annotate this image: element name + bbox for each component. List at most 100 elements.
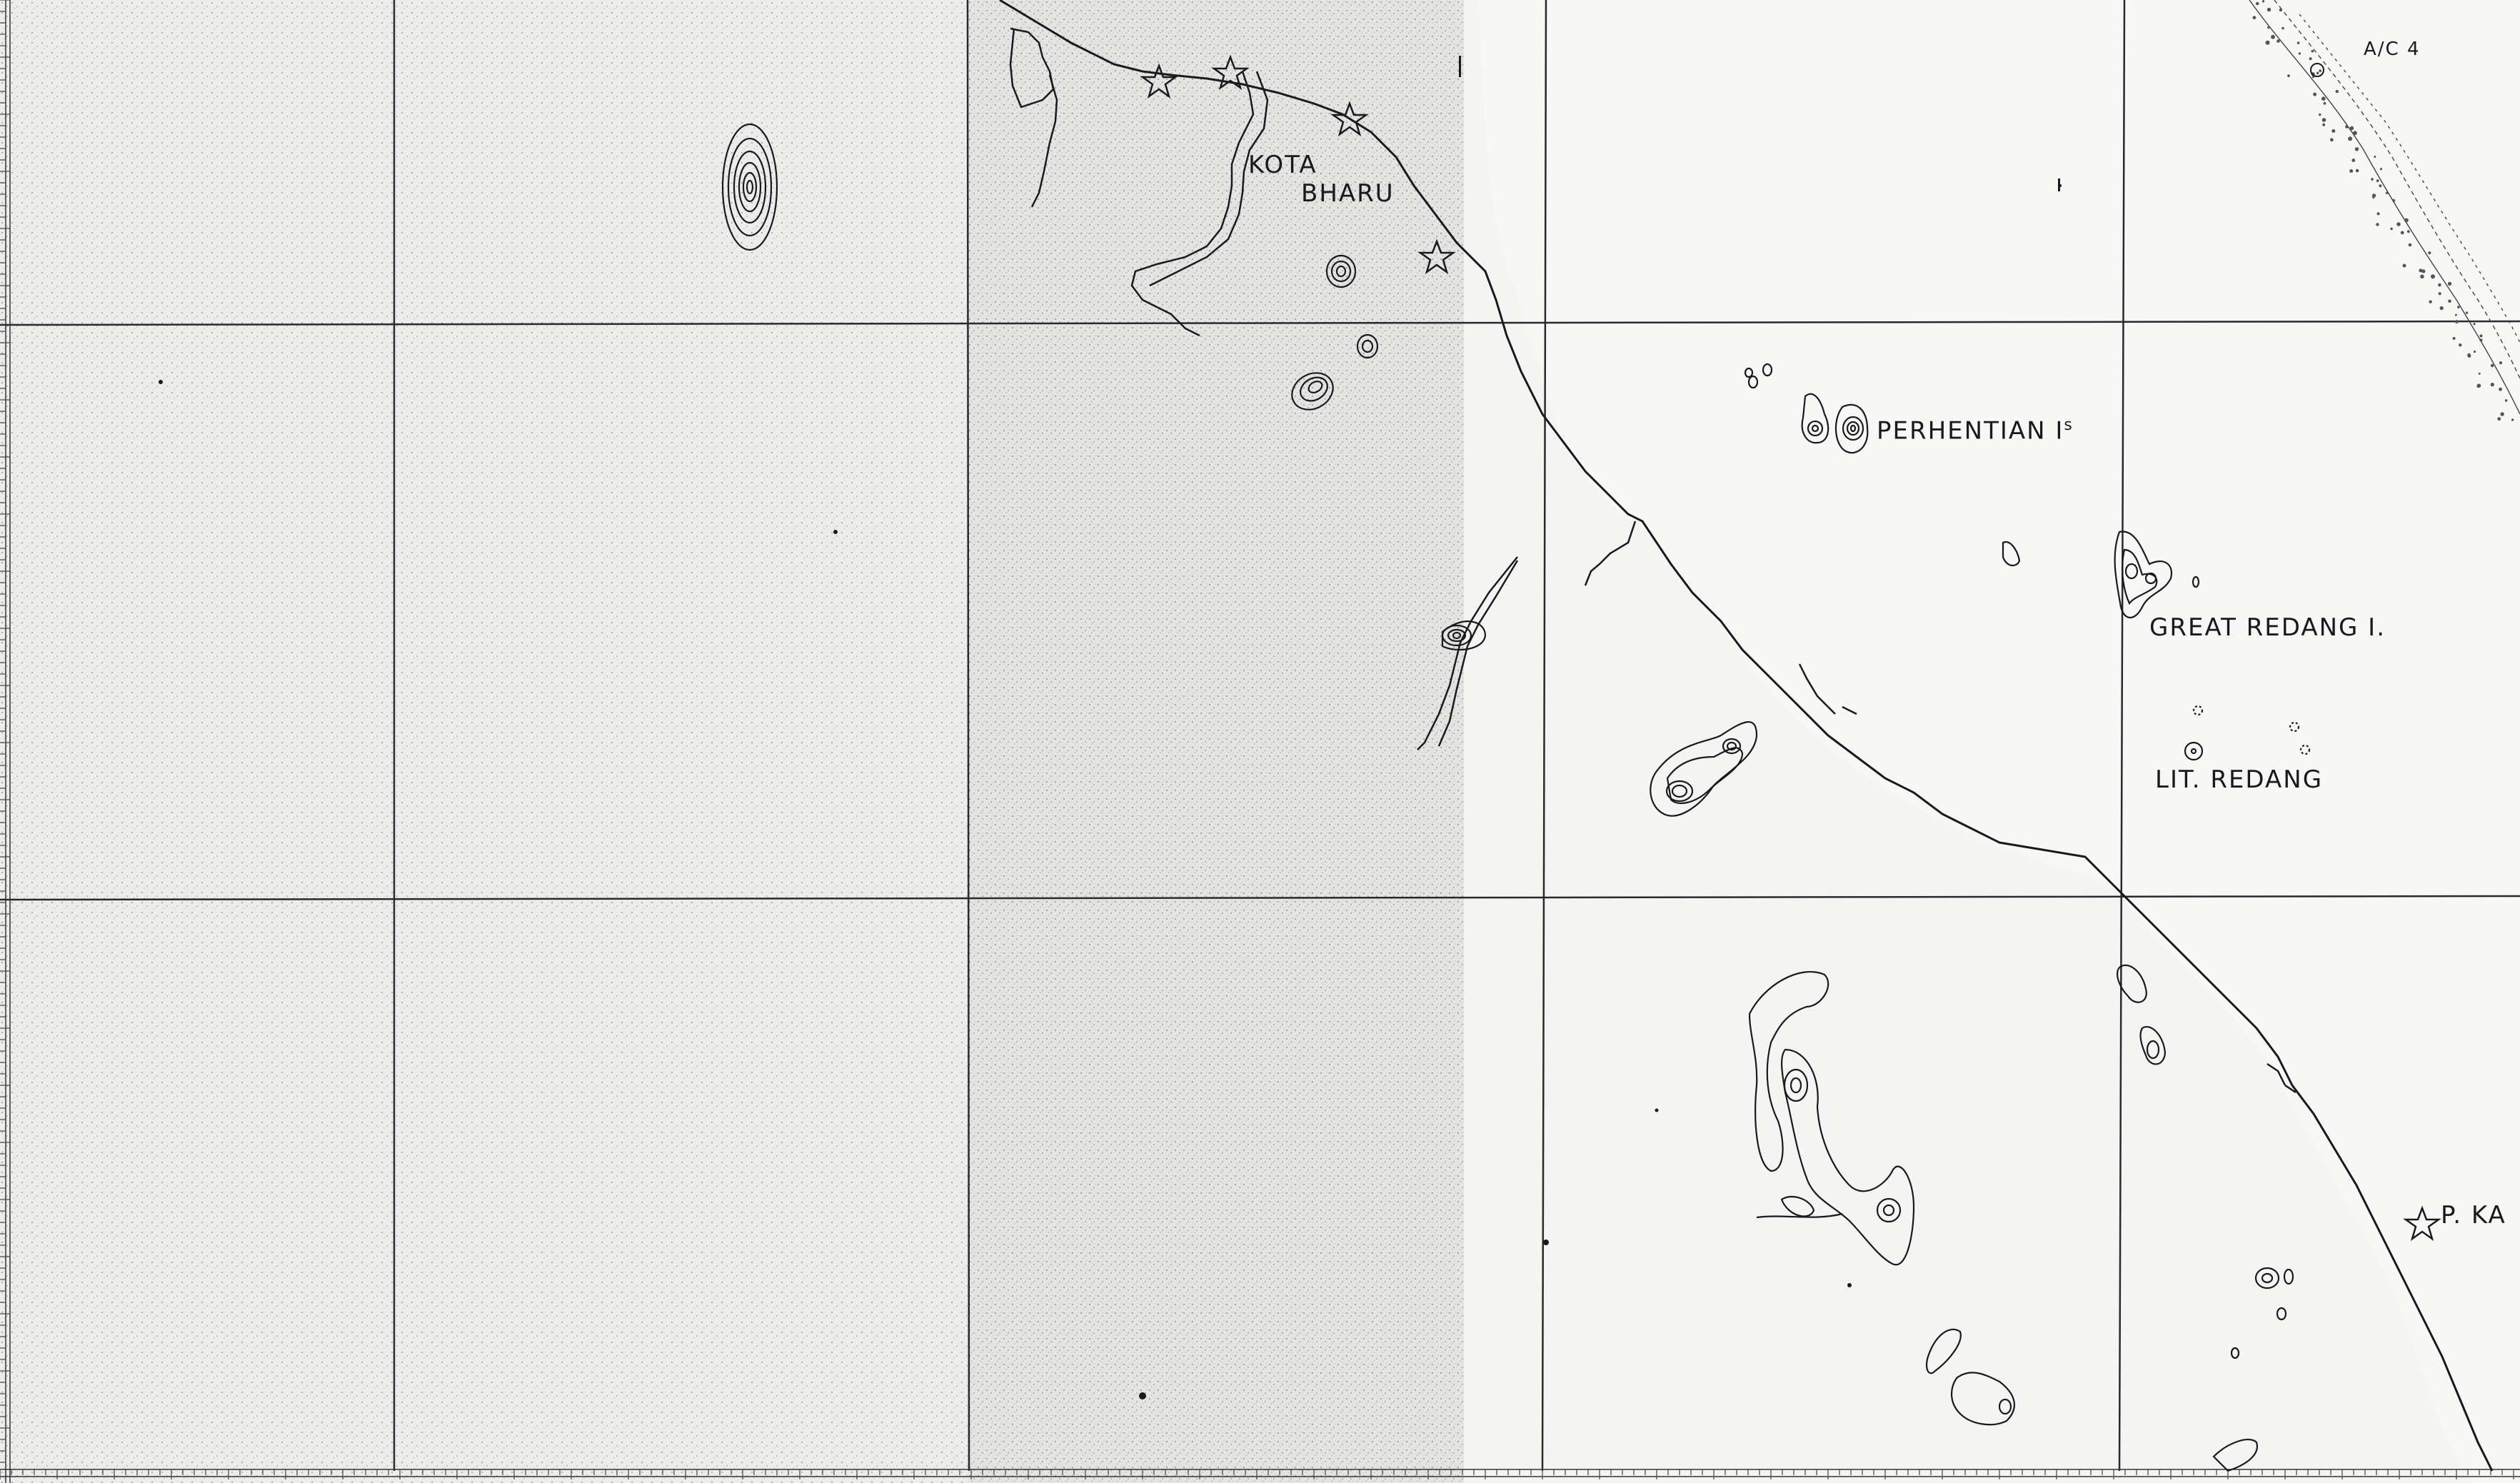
contour-icon	[2116, 964, 2147, 1003]
sounding-mark	[2319, 69, 2322, 72]
sounding-mark	[2345, 125, 2349, 129]
sounding-mark	[2323, 101, 2326, 105]
track-point	[2310, 63, 2324, 77]
perhentian-superscript: s	[2064, 416, 2074, 434]
star-icon	[1211, 54, 1250, 91]
coastline	[999, 0, 2494, 1472]
contour-icon	[1748, 970, 1915, 1266]
sounding-mark	[2447, 281, 2452, 286]
sounding-mark	[2353, 131, 2357, 136]
contour-icon	[1441, 620, 1487, 651]
sounding-mark	[2354, 147, 2359, 151]
river-6	[1437, 560, 1519, 747]
sounding-mark	[2454, 313, 2457, 316]
sounding-mark	[2267, 26, 2270, 29]
contour-icon	[1762, 363, 1773, 377]
sounding-mark	[2335, 89, 2339, 94]
contour-icon	[2212, 1439, 2259, 1472]
river-2	[1030, 74, 1058, 208]
sounding-mark	[2267, 7, 2271, 12]
sounding-mark	[2452, 336, 2456, 340]
coast-inlet-2	[1798, 663, 1857, 715]
contour-icon	[2190, 748, 2197, 755]
place-label-great-redang: GREAT REDANG I.	[2149, 613, 2386, 642]
contour-icon	[1744, 367, 1754, 378]
sounding-mark	[2490, 383, 2494, 387]
sounding-mark	[2262, 0, 2265, 3]
sounding-mark	[2330, 138, 2334, 142]
sounding-mark	[2351, 159, 2356, 162]
sounding-mark	[2252, 16, 2257, 20]
coast-inlet-3	[2267, 1062, 2296, 1094]
sounding-mark	[2499, 361, 2503, 365]
sounding-mark	[2321, 118, 2326, 122]
star-icon	[1140, 63, 1178, 99]
bottom-border-scale	[0, 1469, 2520, 1477]
place-label-kota: KOTA	[1248, 151, 1317, 179]
sounding-mark	[2316, 71, 2319, 75]
river-1	[1009, 27, 1055, 109]
sounding-mark	[2322, 123, 2326, 126]
sounding-mark	[2404, 218, 2409, 223]
sounding-mark	[2438, 283, 2441, 287]
sounding-mark	[2439, 306, 2444, 311]
contour-icon	[2254, 1267, 2294, 1290]
sounding-mark	[2372, 196, 2375, 199]
sounding-mark	[2473, 323, 2476, 326]
sounding-mark	[2429, 300, 2432, 303]
contour-icon	[2230, 1347, 2240, 1359]
sounding-mark	[2479, 338, 2483, 342]
contour-icon	[1650, 721, 1758, 817]
place-label-bharu: BHARU	[1301, 179, 1395, 208]
sounding-mark	[2355, 169, 2359, 173]
sounding-mark	[2392, 198, 2396, 202]
left-border-scale	[5, 0, 11, 1483]
soundings-track	[2249, 0, 2520, 415]
soundings-figures	[2252, 0, 2514, 421]
contour-icon	[2184, 741, 2204, 761]
star-icon	[2403, 1205, 2441, 1242]
sounding-mark	[2287, 74, 2290, 77]
contour-icon	[1325, 254, 1357, 288]
contour-icon	[1356, 333, 1379, 359]
sounding-mark	[2385, 191, 2389, 194]
contour-icon	[1834, 403, 1869, 454]
sounding-mark	[2428, 251, 2431, 255]
contour-icon	[1925, 1328, 1962, 1374]
contour-icon	[1747, 375, 1759, 389]
sounding-mark	[2406, 230, 2410, 233]
sounding-mark	[2504, 399, 2508, 402]
sounding-mark	[2500, 412, 2504, 416]
sounding-mark	[2379, 168, 2383, 171]
contour-icon	[2114, 531, 2173, 619]
sounding-mark	[2421, 269, 2426, 273]
sounding-mark	[2371, 178, 2374, 181]
sounding-mark	[2479, 334, 2483, 338]
left-scale-ticks	[0, 0, 10, 1463]
sounding-mark	[2419, 268, 2423, 273]
sounding-mark	[2438, 292, 2441, 296]
contour-icon	[1291, 372, 1334, 411]
sounding-mark	[2279, 8, 2283, 12]
star-icon	[1330, 101, 1369, 137]
river-4	[1149, 71, 1269, 287]
sounding-mark	[2473, 350, 2476, 353]
star-icon	[1417, 238, 1456, 275]
place-label-perhentian: PERHENTIAN Is	[1877, 418, 2074, 443]
contour-icon	[2002, 541, 2021, 566]
contour-icon	[721, 123, 778, 251]
contour-icon	[2299, 744, 2311, 755]
sounding-mark	[2511, 418, 2514, 421]
contour-icon	[1998, 1398, 2012, 1415]
sounding-mark	[2499, 387, 2503, 391]
sounding-mark	[2376, 179, 2379, 183]
sounding-mark	[2265, 40, 2270, 45]
sounding-mark	[2457, 306, 2460, 308]
sounding-mark	[2311, 49, 2314, 53]
sounding-mark	[2321, 96, 2326, 101]
sounding-mark	[2390, 227, 2393, 231]
sounding-mark	[2490, 363, 2494, 368]
sounding-mark	[2454, 320, 2459, 323]
